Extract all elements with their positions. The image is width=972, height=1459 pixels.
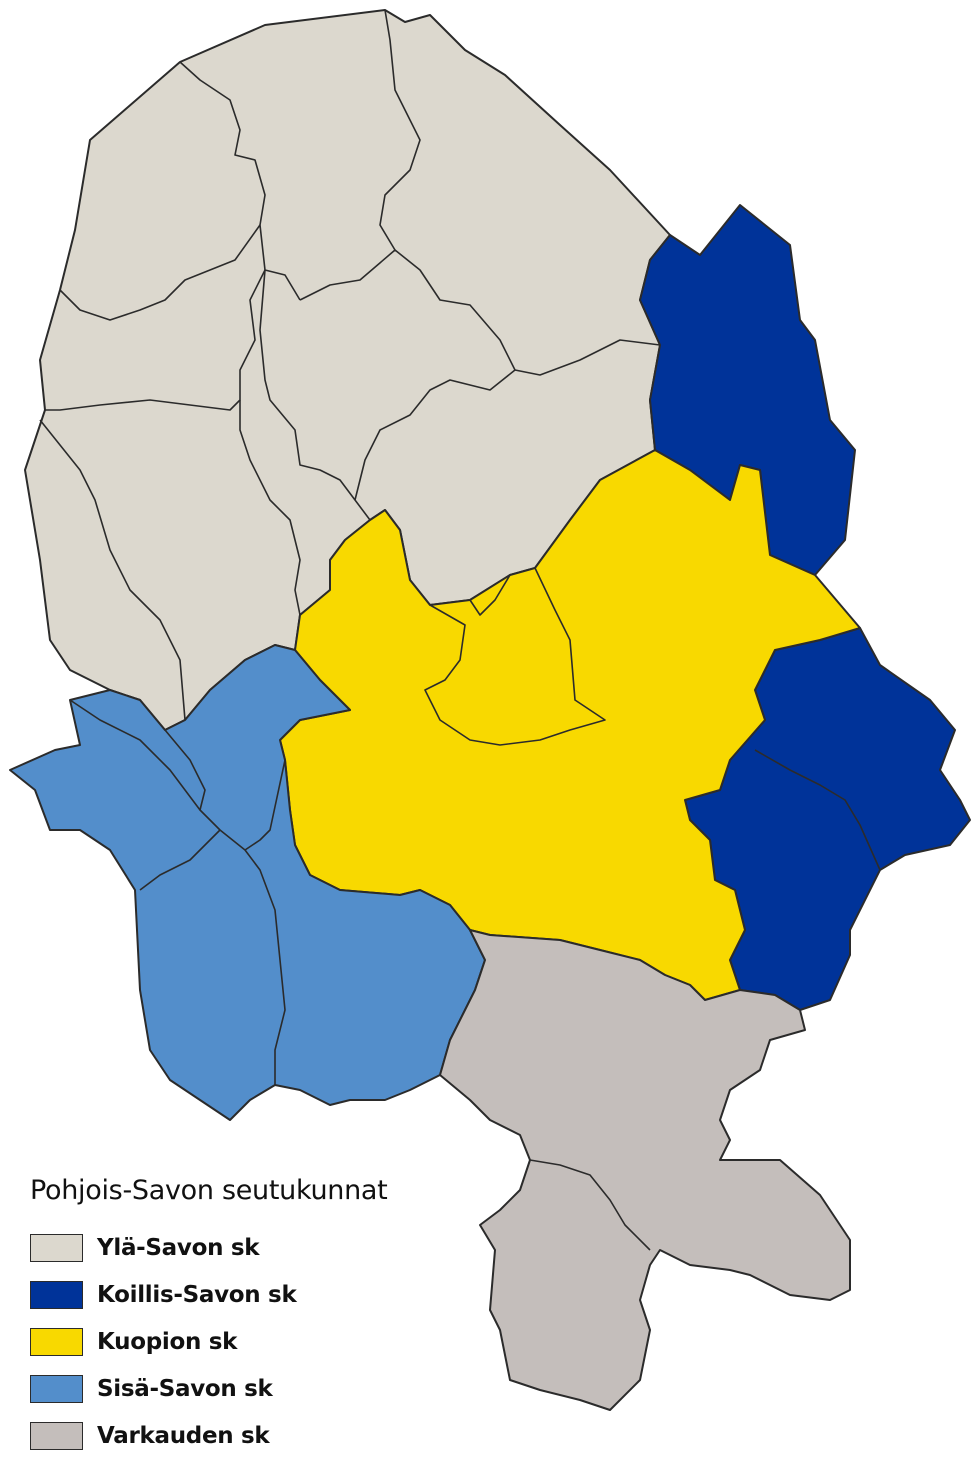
- legend-item-sisa-savo: Sisä-Savon sk: [30, 1365, 450, 1412]
- muni-border: [45, 269, 266, 411]
- legend-label: Kuopion sk: [97, 1328, 238, 1355]
- muni-border: [469, 574, 511, 616]
- legend-swatch: [30, 1280, 83, 1309]
- legend-item-yla-savo: Ylä-Savon sk: [30, 1224, 450, 1271]
- legend-swatch: [30, 1374, 83, 1403]
- map-legend: Pohjois-Savon seutukunnat Ylä-Savon sk K…: [30, 1175, 450, 1459]
- muni-border: [179, 61, 301, 301]
- legend-item-varkaus: Varkauden sk: [30, 1412, 450, 1459]
- muni-border: [239, 400, 301, 616]
- muni-border: [354, 369, 516, 501]
- muni-border: [39, 419, 186, 721]
- region-varkaus[interactable]: [439, 929, 851, 1411]
- muni-border: [139, 829, 221, 891]
- legend-label: Koillis-Savon sk: [97, 1281, 297, 1308]
- legend-title: Pohjois-Savon seutukunnat: [30, 1175, 388, 1206]
- legend-label: Sisä-Savon sk: [97, 1375, 273, 1402]
- muni-border: [164, 729, 286, 1085]
- legend-label: Ylä-Savon sk: [97, 1234, 260, 1261]
- legend-item-kuopio: Kuopion sk: [30, 1318, 450, 1365]
- kuopio-internal-borders: [424, 567, 606, 746]
- muni-border: [69, 699, 201, 811]
- region-sisa-savo[interactable]: [9, 644, 486, 1121]
- legend-swatch: [30, 1233, 83, 1262]
- varkaus-internal-borders: [529, 1159, 651, 1251]
- muni-border: [244, 759, 286, 851]
- muni-border: [529, 1159, 651, 1251]
- legend-item-koillis-savo: Koillis-Savon sk: [30, 1271, 450, 1318]
- muni-border: [299, 249, 661, 376]
- muni-border: [379, 9, 421, 251]
- sisa-savo-internal-borders: [69, 699, 286, 1085]
- muni-border: [754, 749, 881, 871]
- koillis-savo-internal-borders: [754, 749, 881, 871]
- legend-swatch: [30, 1327, 83, 1356]
- municipality-borders: [39, 9, 661, 721]
- muni-border: [259, 269, 371, 521]
- muni-border: [59, 224, 261, 321]
- legend-swatch: [30, 1421, 83, 1450]
- muni-border: [424, 567, 606, 746]
- legend-label: Varkauden sk: [97, 1422, 270, 1449]
